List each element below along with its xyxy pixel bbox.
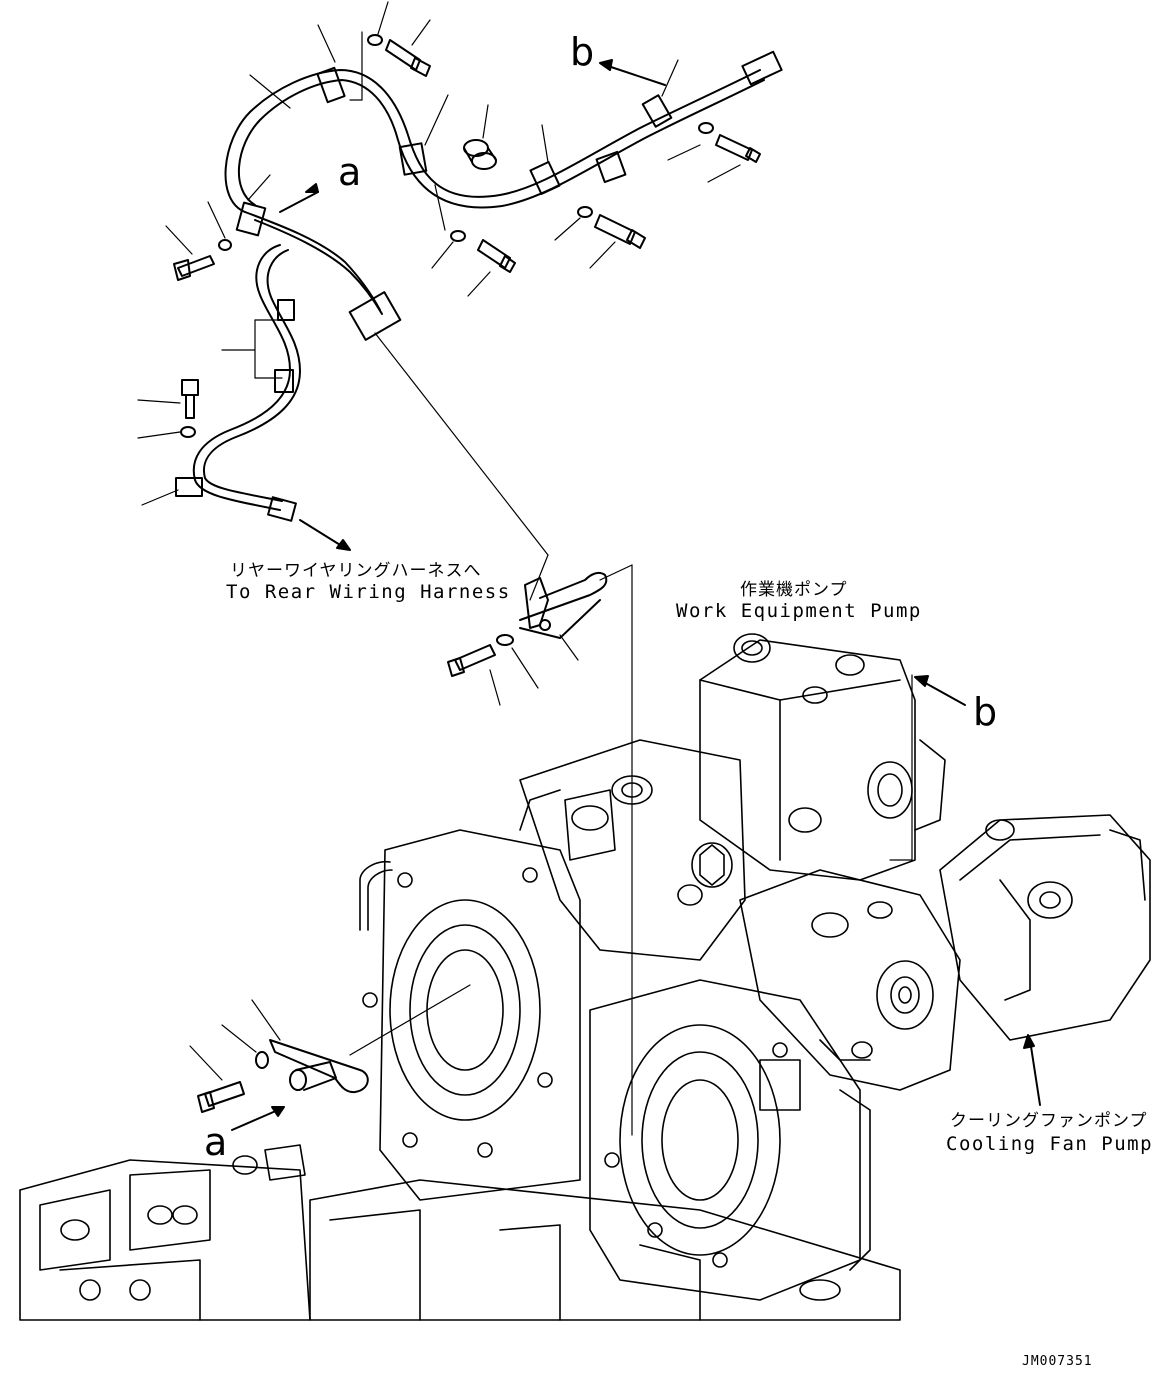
work-pump-label-jp: 作業機ポンプ <box>740 580 848 600</box>
rear-harness-label-jp: リヤーワイヤリングハーネスへ <box>230 561 482 581</box>
leader-lines-top <box>138 2 740 600</box>
callout-b-top: b <box>570 30 595 74</box>
middle-bracket <box>448 565 632 1135</box>
cooling-pump-label-jp: クーリングファンポンプ <box>950 1111 1148 1131</box>
work-pump-label-en: Work Equipment Pump <box>676 600 922 622</box>
lower-bracket <box>190 985 470 1112</box>
pump-assembly <box>20 634 1150 1320</box>
rear-harness-label-en: To Rear Wiring Harness <box>226 581 511 603</box>
callout-a-top: a <box>338 150 362 194</box>
arrows <box>232 60 1040 1130</box>
bolts-top <box>174 35 760 437</box>
drawing-code: JM007351 <box>1022 1354 1093 1369</box>
callout-a-bottom: a <box>204 1120 228 1164</box>
cooling-pump-label-en: Cooling Fan Pump <box>946 1133 1154 1155</box>
wiring-harness <box>176 52 782 521</box>
callout-b-right: b <box>973 690 998 734</box>
